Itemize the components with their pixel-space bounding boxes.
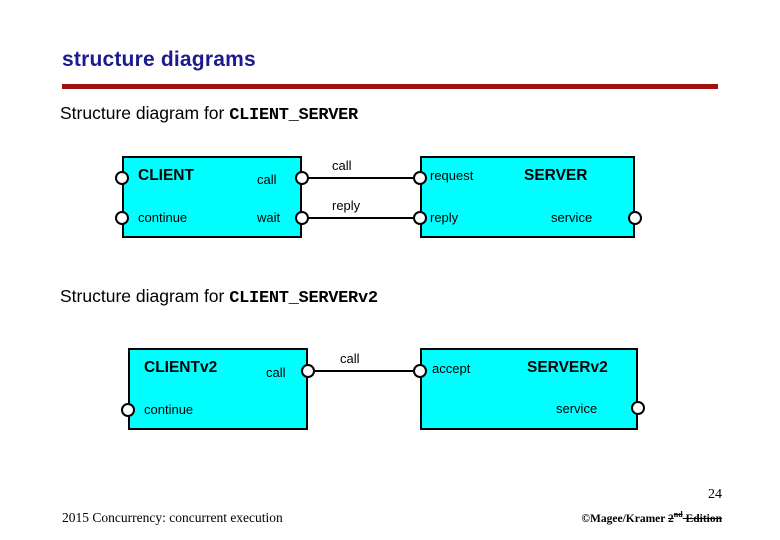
title-divider bbox=[62, 84, 718, 89]
footer-credit: ©Magee/Kramer 2nd Edition bbox=[581, 510, 722, 525]
serverv2-process-box bbox=[420, 348, 638, 430]
client-box-title: CLIENT bbox=[138, 167, 194, 184]
client-left-port-top bbox=[115, 171, 129, 185]
server-row-reply: reply bbox=[430, 210, 459, 225]
connector-call-line bbox=[309, 177, 413, 179]
connector-reply-line bbox=[309, 217, 413, 219]
section-2-caption-prefix: Structure diagram for bbox=[60, 286, 230, 306]
client-port-label-wait: wait bbox=[257, 210, 281, 225]
page-number: 24 bbox=[708, 487, 722, 502]
clientv2-row-continue: continue bbox=[144, 402, 194, 417]
clientv2-process-box bbox=[128, 348, 308, 430]
footer-course-text: 2015 Concurrency: concurrent execution bbox=[62, 510, 283, 525]
server-row-request: request bbox=[430, 168, 474, 183]
connector-reply-label: reply bbox=[332, 198, 361, 213]
client-right-port-call bbox=[295, 171, 309, 185]
server-right-port-service bbox=[628, 211, 642, 225]
section-2-caption: Structure diagram for CLIENT_SERVERv2 bbox=[60, 286, 378, 308]
clientv2-box-title: CLIENTv2 bbox=[144, 359, 218, 376]
server-service-label: service bbox=[551, 210, 593, 225]
section-2-caption-process: CLIENT_SERVERv2 bbox=[229, 289, 378, 308]
client-port-label-call: call bbox=[257, 172, 277, 187]
connector-call-label: call bbox=[332, 158, 352, 173]
serverv2-right-port-service bbox=[631, 401, 645, 415]
footer-credit-authors: ©Magee/Kramer bbox=[581, 512, 669, 525]
footer-credit-edition-suffix: nd bbox=[673, 510, 683, 519]
client-process-box bbox=[122, 156, 302, 238]
section-1-caption-prefix: Structure diagram for bbox=[60, 103, 230, 123]
serverv2-row-accept: accept bbox=[432, 361, 471, 376]
clientv2-port-label-call: call bbox=[266, 365, 286, 380]
clientv2-right-port-call bbox=[301, 364, 315, 378]
client-row-continue: continue bbox=[138, 210, 188, 225]
clientv2-left-port-continue bbox=[121, 403, 135, 417]
connector-v2-call-line bbox=[315, 370, 413, 372]
serverv2-box-title: SERVERv2 bbox=[527, 359, 608, 376]
footer-credit-edition-number: 2 bbox=[668, 512, 674, 525]
serverv2-left-port-accept bbox=[413, 364, 427, 378]
section-1-caption-process: CLIENT_SERVER bbox=[229, 106, 358, 125]
client-right-port-wait bbox=[295, 211, 309, 225]
connector-v2-call-label: call bbox=[340, 351, 360, 366]
serverv2-service-label: service bbox=[556, 401, 598, 416]
server-box-title: SERVER bbox=[524, 167, 588, 184]
footer-credit-edition-word: Edition bbox=[682, 512, 722, 525]
server-process-box bbox=[420, 156, 635, 238]
client-left-port-bottom bbox=[115, 211, 129, 225]
server-left-port-reply bbox=[413, 211, 427, 225]
section-1-caption: Structure diagram for CLIENT_SERVER bbox=[60, 103, 358, 125]
page-title: structure diagrams bbox=[62, 48, 256, 71]
server-left-port-request bbox=[413, 171, 427, 185]
